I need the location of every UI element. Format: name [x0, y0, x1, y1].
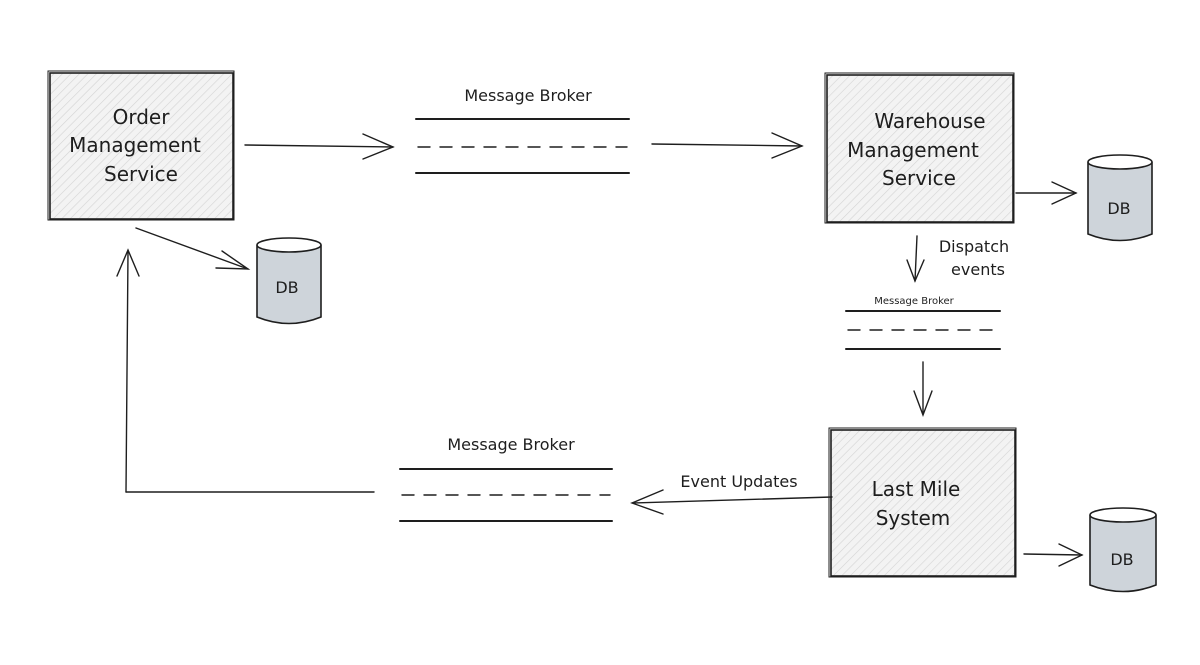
- broker-top-label: Message Broker: [464, 86, 592, 105]
- broker-to-order-return-arrow: [116, 248, 375, 493]
- broker-to-lastmile-arrow: [913, 361, 933, 417]
- broker-bottom-label: Message Broker: [447, 435, 575, 454]
- order-to-broker-arrow: [244, 133, 395, 160]
- lastmile-db-cylinder: DB: [1089, 507, 1157, 593]
- dispatch-events-line-2: events: [951, 260, 1005, 279]
- order-db-cylinder: DB: [256, 237, 322, 325]
- message-broker-middle: Message Broker: [845, 296, 1001, 350]
- warehouse-service-line-1: Warehouse: [874, 109, 985, 133]
- order-to-db-arrow: [135, 227, 251, 270]
- message-broker-bottom: Message Broker: [399, 435, 613, 522]
- order-service-line-1: Order: [113, 105, 171, 129]
- warehouse-service-line-3: Service: [882, 166, 956, 190]
- order-db-label: DB: [275, 278, 298, 297]
- broker-to-warehouse-arrow: [651, 132, 804, 159]
- event-updates-label: Event Updates: [680, 472, 797, 491]
- warehouse-to-db-arrow: [1015, 181, 1078, 205]
- dispatch-arrow: [906, 235, 925, 283]
- event-updates-arrow: [630, 489, 833, 515]
- warehouse-db-label: DB: [1107, 199, 1130, 218]
- warehouse-db-cylinder: DB: [1087, 154, 1153, 242]
- dispatch-events-line-1: Dispatch: [939, 237, 1009, 256]
- broker-middle-label: Message Broker: [874, 296, 954, 307]
- order-service-line-2: Management: [69, 133, 201, 157]
- lastmile-db-label: DB: [1110, 550, 1133, 569]
- order-management-service-box: Order Management Service: [47, 70, 235, 221]
- message-broker-top: Message Broker: [415, 86, 630, 174]
- lastmile-line-1: Last Mile: [872, 477, 961, 501]
- warehouse-management-service-box: Warehouse Management Service: [824, 72, 1015, 224]
- last-mile-system-box: Last Mile System: [828, 427, 1017, 578]
- lastmile-line-2: System: [876, 506, 951, 530]
- warehouse-service-line-2: Management: [847, 138, 979, 162]
- lastmile-to-db-arrow: [1023, 543, 1084, 567]
- order-service-line-3: Service: [104, 162, 178, 186]
